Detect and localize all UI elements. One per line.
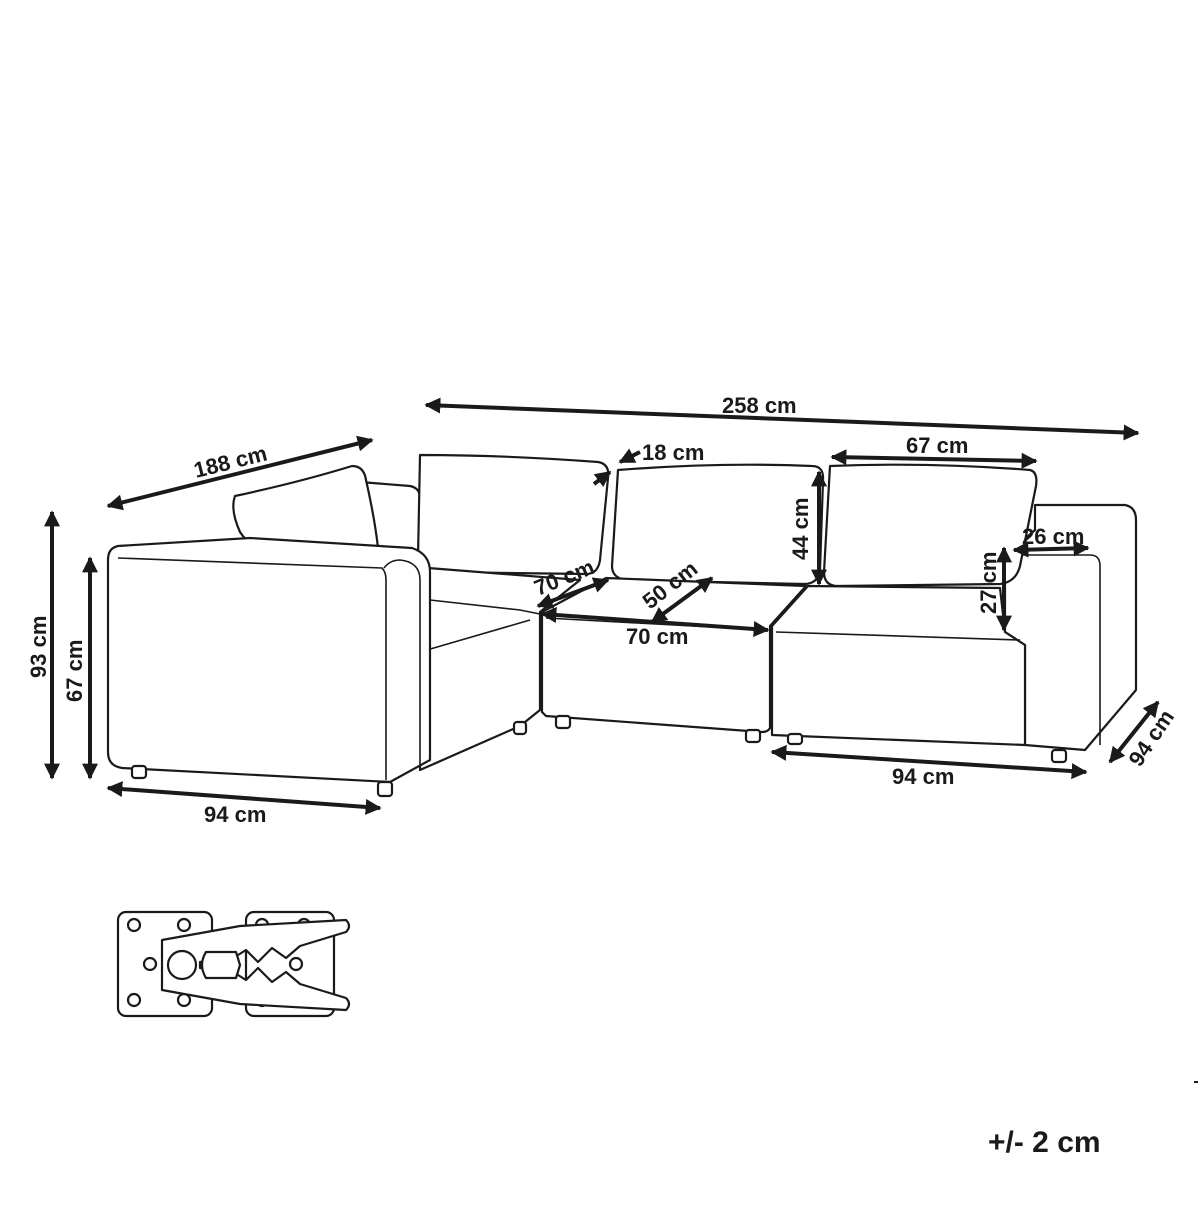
leg [744, 728, 762, 744]
dim-seat-depth-diag [536, 577, 610, 609]
leg [130, 764, 148, 780]
connector-bracket-diagram [116, 910, 351, 1018]
corner-seat-front-edge [419, 619, 531, 653]
label-total-height: 93 cm [26, 616, 51, 678]
dim-right-module-width [770, 744, 1088, 780]
leg [376, 780, 394, 798]
sofa-illustration [106, 453, 1138, 798]
bracket-pivot [166, 949, 198, 981]
left-arm-front-edge [117, 557, 387, 780]
label-arm-height: 27 cm [976, 552, 1001, 614]
corner-seat-edge [429, 599, 541, 615]
label-cushion-depth: 18 cm [642, 440, 704, 465]
tolerance-note: +/- 2 cm [988, 1126, 1101, 1159]
leg [786, 732, 804, 746]
label-total-width: 258 cm [722, 393, 797, 418]
dim-seat-width [540, 607, 770, 637]
middle-seat [540, 576, 808, 734]
dim-left-module-width [106, 781, 382, 815]
bracket-tongue [200, 950, 242, 980]
label-seat-width: 70 cm [626, 624, 688, 649]
right-seat [770, 584, 1027, 747]
bracket-clip [160, 918, 351, 1012]
label-cushion-height: 44 cm [788, 498, 813, 560]
label-left-module-width: 94 cm [204, 802, 266, 827]
dim-cushion-width [830, 449, 1038, 469]
dim-left-depth [106, 435, 374, 511]
right-seat-front-edge [775, 631, 1021, 641]
leg [512, 720, 528, 736]
dimension-lines [44, 397, 1160, 815]
label-cushion-width: 67 cm [906, 433, 968, 458]
dim-cushion-depth-a [592, 470, 612, 488]
dim-cushion-depth-b [618, 448, 641, 464]
label-arm-width: 26 cm [1022, 524, 1084, 549]
dim-total-width [424, 397, 1140, 441]
corner-back-cushion [416, 453, 610, 576]
right-arm-edge [1005, 554, 1101, 745]
leg [1050, 748, 1068, 764]
left-arm-module [106, 536, 432, 784]
dim-right-module-depth [1108, 700, 1160, 764]
leg [554, 714, 572, 730]
dim-arm-width [1012, 540, 1090, 558]
label-seat-height: 67 cm [62, 640, 87, 702]
screw-icon [126, 917, 192, 1008]
label-right-module-width: 94 cm [892, 764, 954, 789]
left-arm-inner-edge [383, 559, 421, 770]
